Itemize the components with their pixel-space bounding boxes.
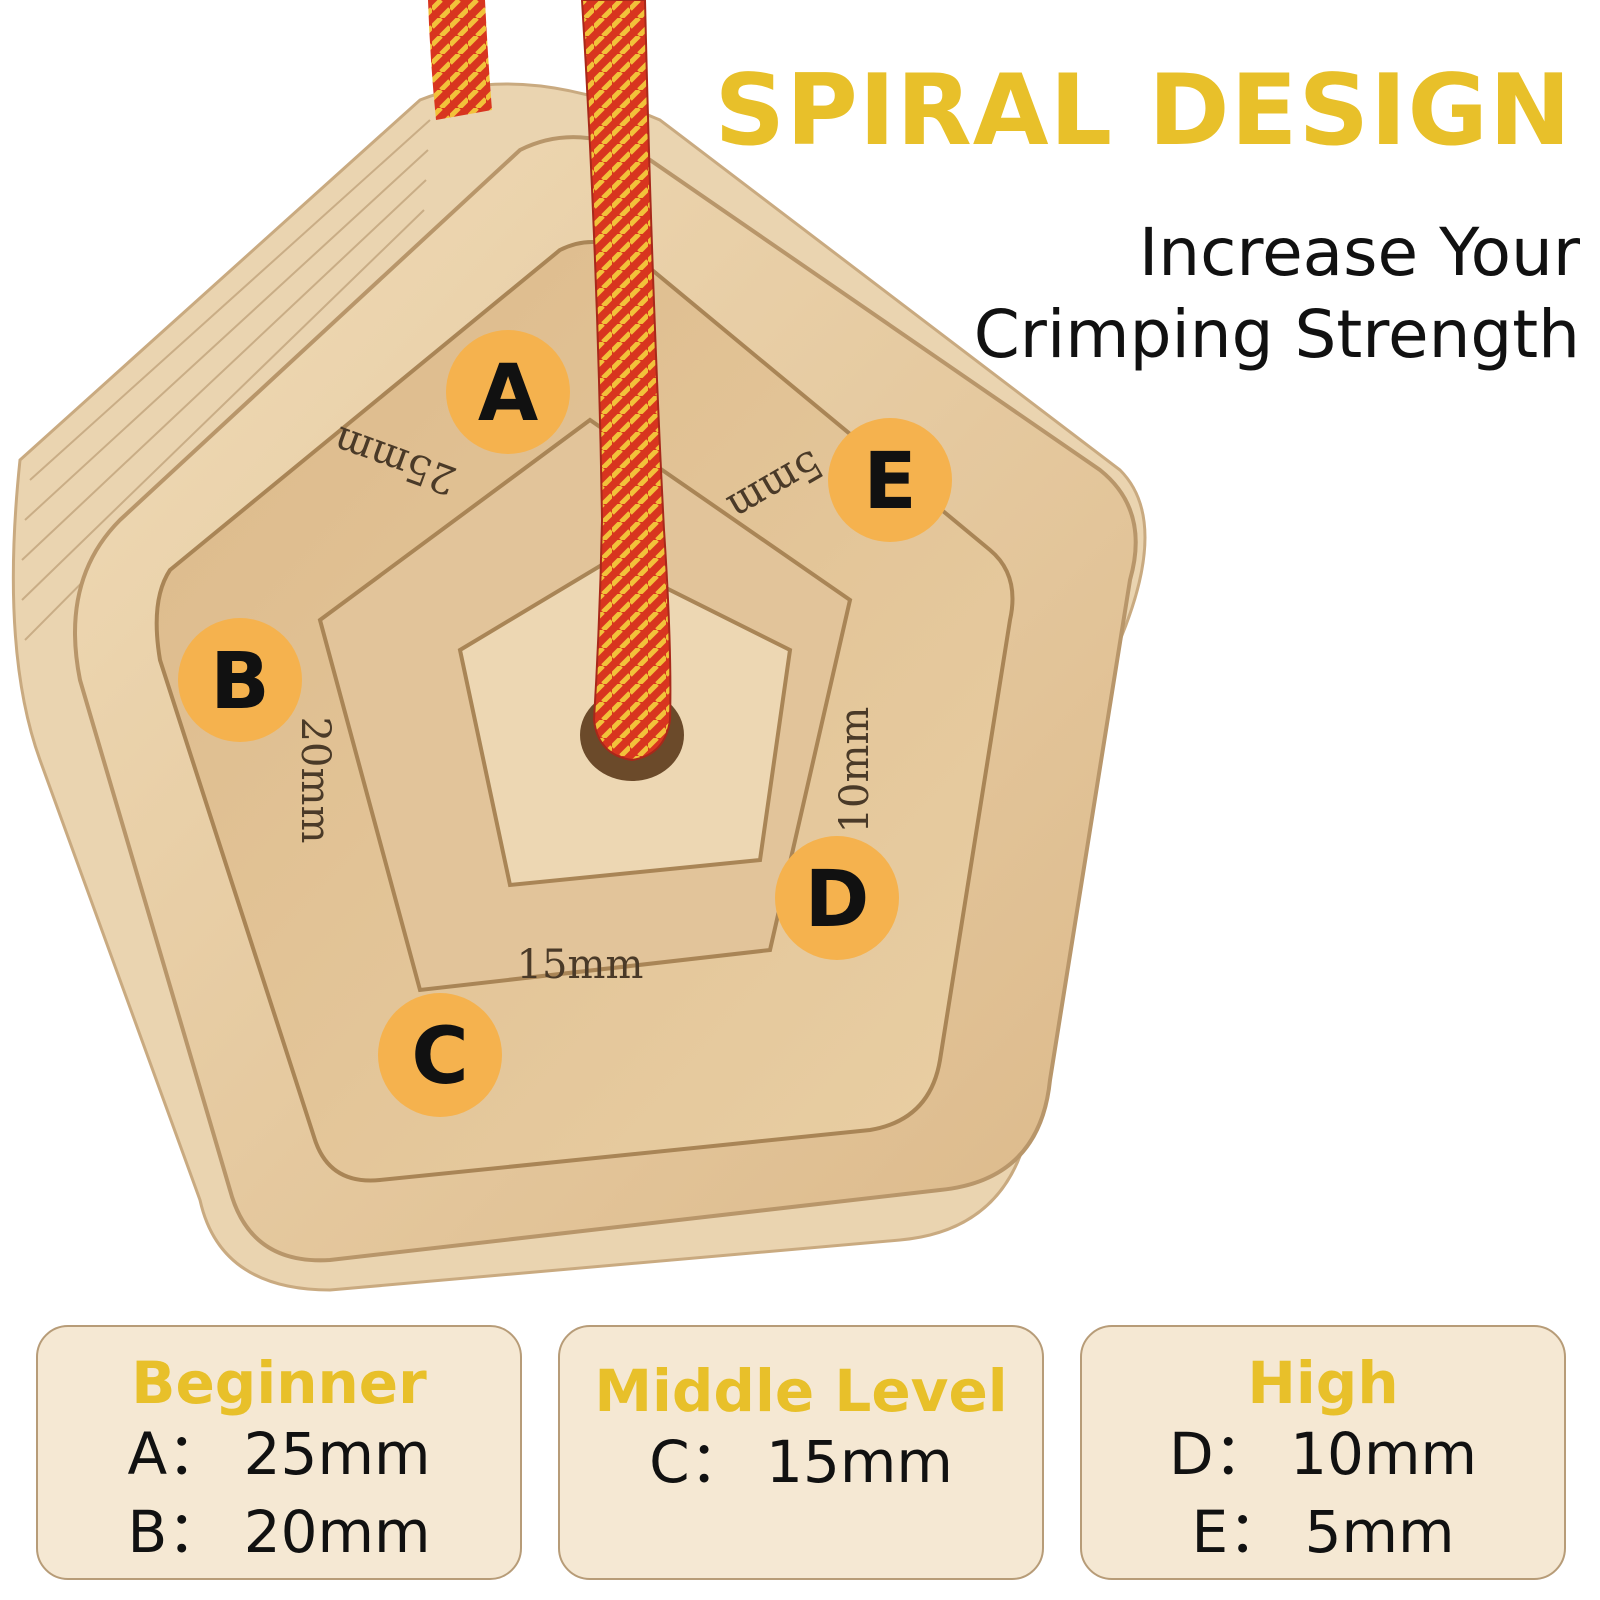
tagline: Increase Your Crimping Strength [974,212,1580,376]
svg-text:D: D [805,855,870,945]
marker-a: A [446,330,570,454]
level-line: A： 25mm [127,1420,431,1488]
level-line: C： 15mm [649,1428,953,1496]
level-title: Beginner [131,1349,427,1417]
marker-c: C [378,993,502,1117]
level-card-middle: Middle Level C： 15mm [558,1325,1044,1580]
engraving-d: 10mm [832,707,878,834]
level-line: E： 5mm [1191,1498,1455,1566]
marker-d: D [775,836,899,960]
rope [580,0,672,762]
svg-text:A: A [478,349,538,439]
difficulty-levels: Beginner A： 25mm B： 20mm Middle Level C：… [36,1325,1566,1580]
headline: SPIRAL DESIGN [714,54,1572,168]
svg-text:B: B [210,637,269,727]
level-line: D： 10mm [1169,1420,1477,1488]
engraving-b: 20mm [292,717,338,844]
hangboard-photo: 25mm 20mm 15mm 10mm 5mm A B C D E [11,0,1147,1292]
level-line: B： 20mm [127,1498,431,1566]
tagline-line-2: Crimping Strength [973,296,1580,373]
plywood-layers [21,119,431,641]
svg-text:E: E [863,437,916,527]
marker-b: B [178,618,302,742]
rope-back [428,0,492,120]
engraving-c: 15mm [517,942,644,988]
level-title: High [1247,1349,1399,1417]
tagline-line-1: Increase Your [1138,214,1580,291]
marker-e: E [828,418,952,542]
level-card-high: High D： 10mm E： 5mm [1080,1325,1566,1580]
level-card-beginner: Beginner A： 25mm B： 20mm [36,1325,522,1580]
level-title: Middle Level [594,1357,1008,1425]
svg-text:C: C [411,1012,468,1102]
